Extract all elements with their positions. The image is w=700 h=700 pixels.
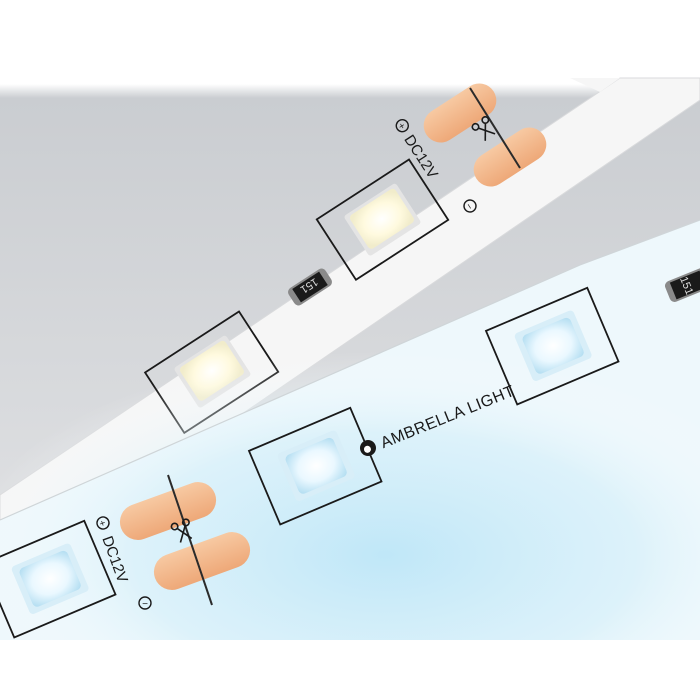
plus-symbol: +: [395, 121, 407, 132]
led-emitter: [522, 317, 584, 374]
led-outline: [247, 406, 383, 526]
minus-terminal-icon: −: [138, 596, 152, 610]
cut-line: [167, 474, 213, 606]
lower-led-cool-3: [0, 519, 117, 639]
scissors-icon: [471, 116, 496, 141]
lower-led-cool-1: [484, 286, 620, 406]
led-emitter: [285, 437, 347, 494]
upper-led-warm-1: [315, 158, 450, 282]
led-emitter: [19, 550, 81, 607]
plus-terminal-icon: [96, 516, 110, 530]
led-emitter: [349, 188, 414, 249]
led-outline: [0, 519, 117, 639]
led-outline: [315, 158, 450, 282]
upper-pad-group-top: [423, 83, 547, 187]
lower-strip-edge: [0, 219, 700, 521]
plus-symbol: +: [95, 519, 107, 528]
resistor-core: [292, 271, 328, 303]
lower-led-cool-2: [247, 406, 383, 526]
minus-symbol: −: [142, 599, 148, 610]
upper-strip-tip: [570, 78, 620, 92]
copper-pad: [153, 532, 251, 590]
plus-terminal-icon: [395, 118, 409, 133]
bottom-white-area: [0, 640, 700, 700]
minus-symbol: −: [463, 201, 475, 212]
scissors-icon: [170, 518, 193, 543]
lower-strip: AMBRELLA LIGHT 151 + DC12V: [0, 219, 700, 640]
led-outline: [484, 286, 620, 406]
copper-pad: [473, 127, 547, 187]
resistor-core: [669, 270, 700, 300]
copper-pad: [423, 83, 497, 143]
copper-pad: [119, 482, 217, 540]
upper-resistor: 151: [288, 268, 332, 306]
minus-terminal-icon: −: [463, 199, 477, 213]
cut-line: [469, 87, 521, 169]
lower-pad-group: [119, 474, 251, 606]
